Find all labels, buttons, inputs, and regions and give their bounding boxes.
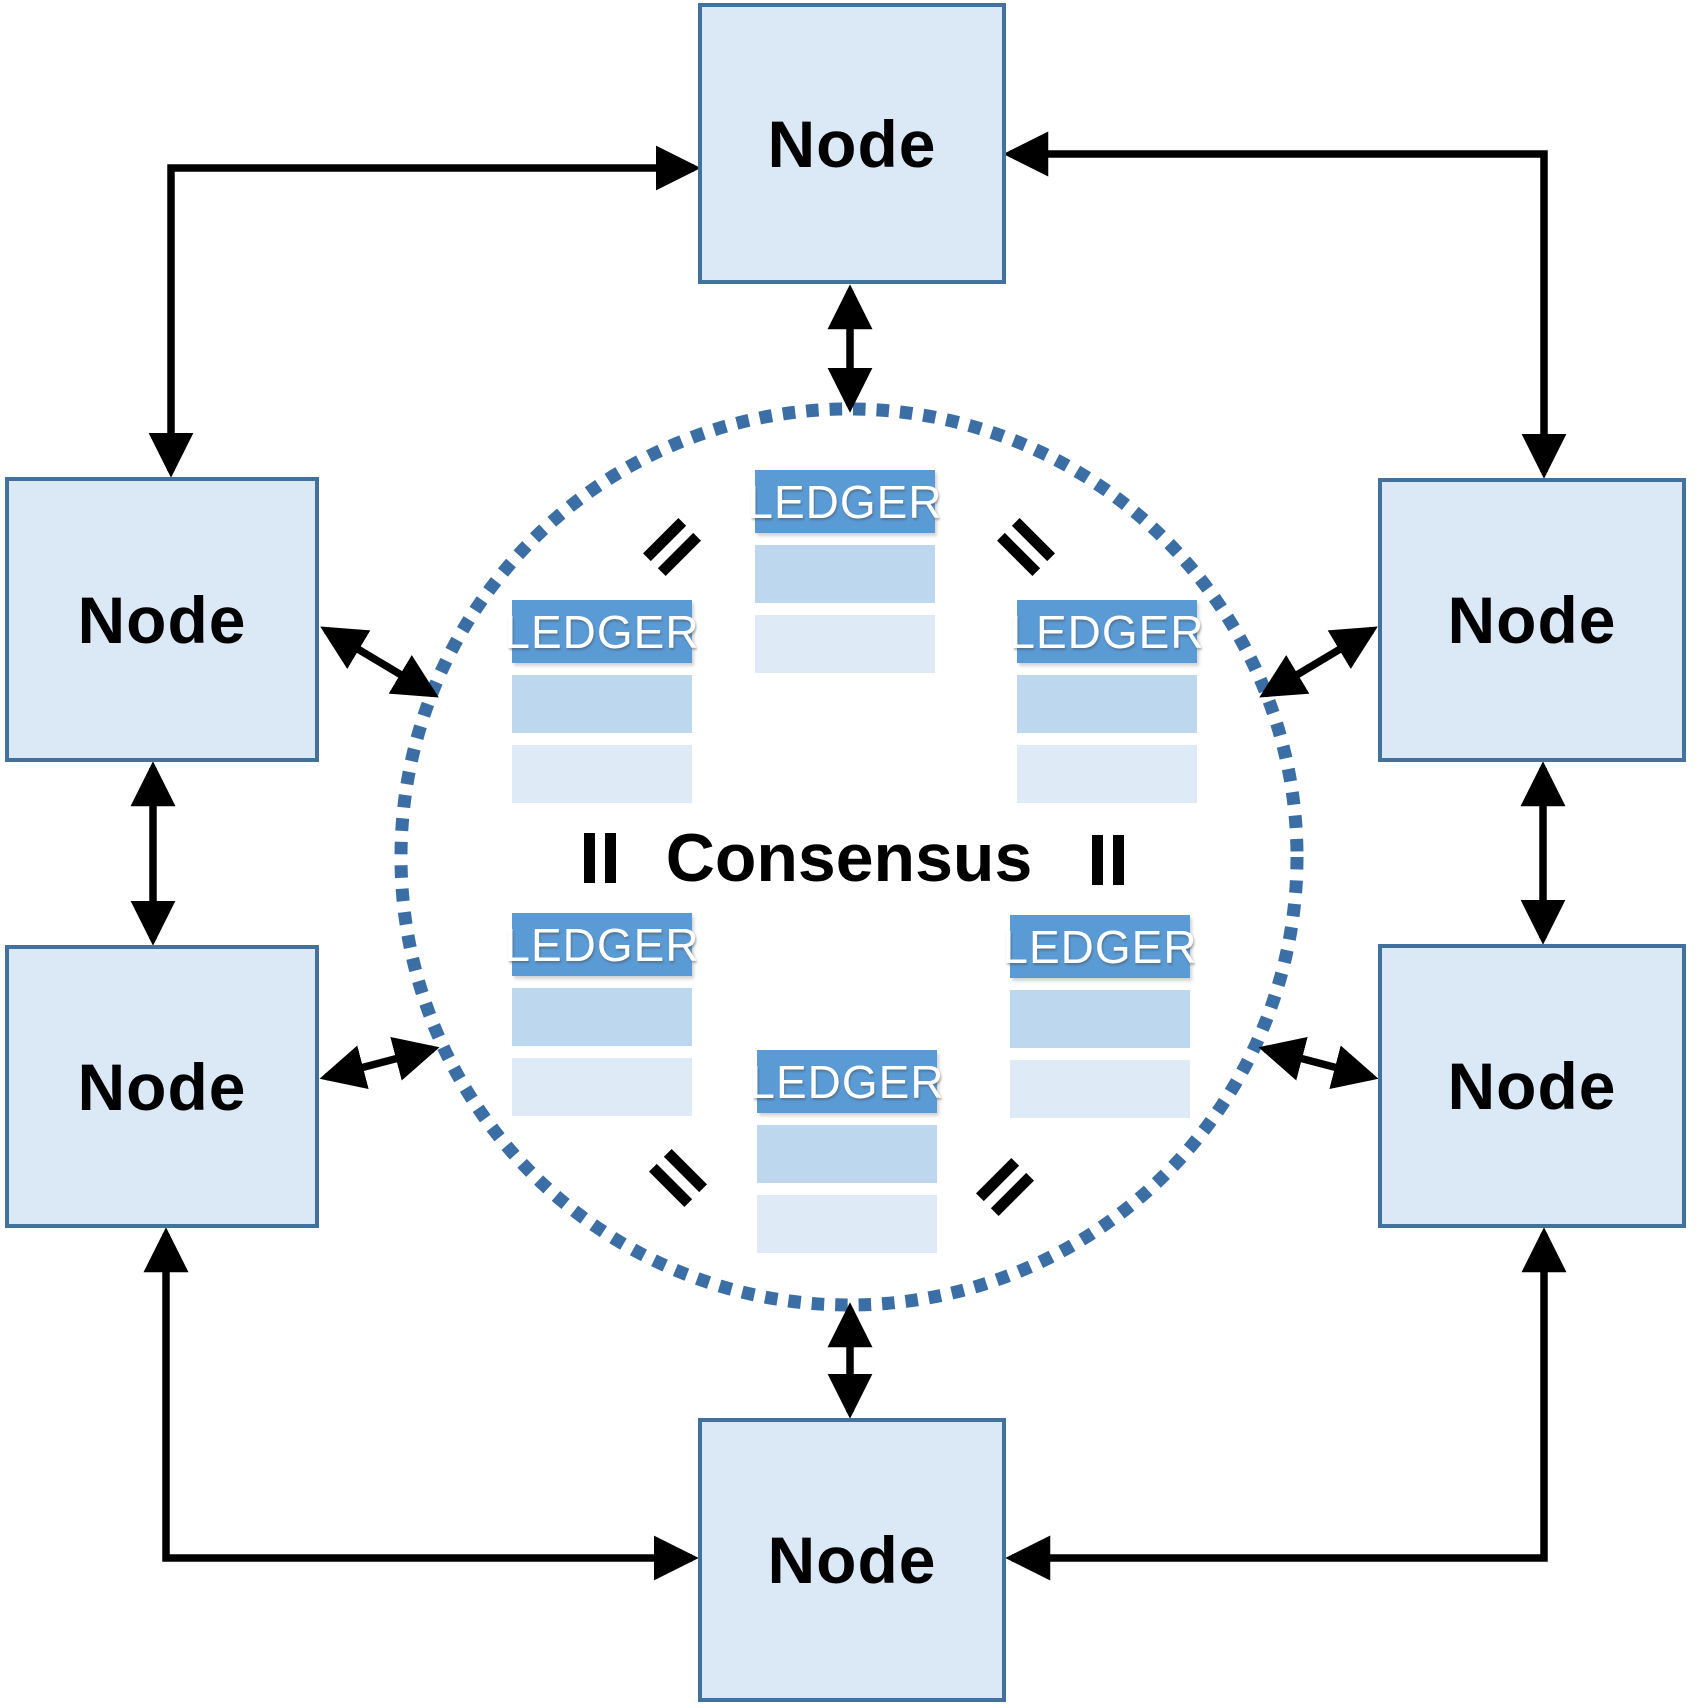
ledger-table-left-lower: LEDGER	[504, 913, 699, 1116]
node-box-top: Node	[698, 3, 1006, 284]
arrow-right-upper-to-top	[1003, 131, 1567, 479]
ledger-row	[1017, 745, 1197, 803]
ledger-row	[512, 1058, 692, 1116]
node-box-right-lower: Node	[1378, 944, 1686, 1228]
ledger-table-bottom: LEDGER	[749, 1050, 944, 1253]
arrow-right-lower-node-to-ring	[1258, 1036, 1379, 1090]
ledger-row	[1010, 990, 1190, 1048]
consensus-ring	[394, 402, 1304, 1312]
ledger-row	[512, 745, 692, 803]
node-box-left-upper: Node	[5, 477, 319, 762]
arrow-left-upper-to-top	[148, 145, 701, 478]
node-box-bottom: Node	[698, 1418, 1006, 1702]
ledger-header: LEDGER	[1002, 915, 1197, 978]
node-box-right-upper: Node	[1378, 478, 1686, 762]
node-label: Node	[1447, 1049, 1617, 1123]
node-label: Node	[77, 1049, 247, 1124]
node-label: Node	[767, 106, 937, 181]
ledger-row	[757, 1125, 937, 1183]
arrow-left-upper-node-to-ring	[320, 626, 439, 698]
ledger-row	[512, 988, 692, 1046]
arrow-right-upper-node-to-ring	[1259, 626, 1378, 698]
consensus-label: Consensus	[665, 820, 1033, 896]
ledger-header: LEDGER	[1009, 600, 1204, 663]
node-box-left-lower: Node	[5, 945, 319, 1228]
ledger-row	[757, 1195, 937, 1253]
ledger-header: LEDGER	[747, 470, 942, 533]
ledger-table-right-lower: LEDGER	[1002, 915, 1197, 1118]
arrow-left-lower-to-bottom	[143, 1227, 699, 1581]
node-label: Node	[77, 582, 247, 657]
arrow-left-lower-node-to-ring	[319, 1036, 440, 1090]
ledger-row	[512, 675, 692, 733]
ledger-row	[1017, 675, 1197, 733]
ledger-row	[1010, 1060, 1190, 1118]
ledger-row	[755, 615, 935, 673]
ledger-table-right-upper: LEDGER	[1009, 600, 1204, 803]
node-label: Node	[767, 1523, 937, 1597]
ledger-table-top: LEDGER	[747, 470, 942, 673]
ledger-table-left-upper: LEDGER	[504, 600, 699, 803]
arrow-right-lower-to-bottom	[1005, 1227, 1567, 1581]
ledger-header: LEDGER	[504, 600, 699, 663]
ledger-header: LEDGER	[749, 1050, 944, 1113]
ledger-header: LEDGER	[504, 913, 699, 976]
node-label: Node	[1447, 583, 1617, 657]
ledger-row	[755, 545, 935, 603]
